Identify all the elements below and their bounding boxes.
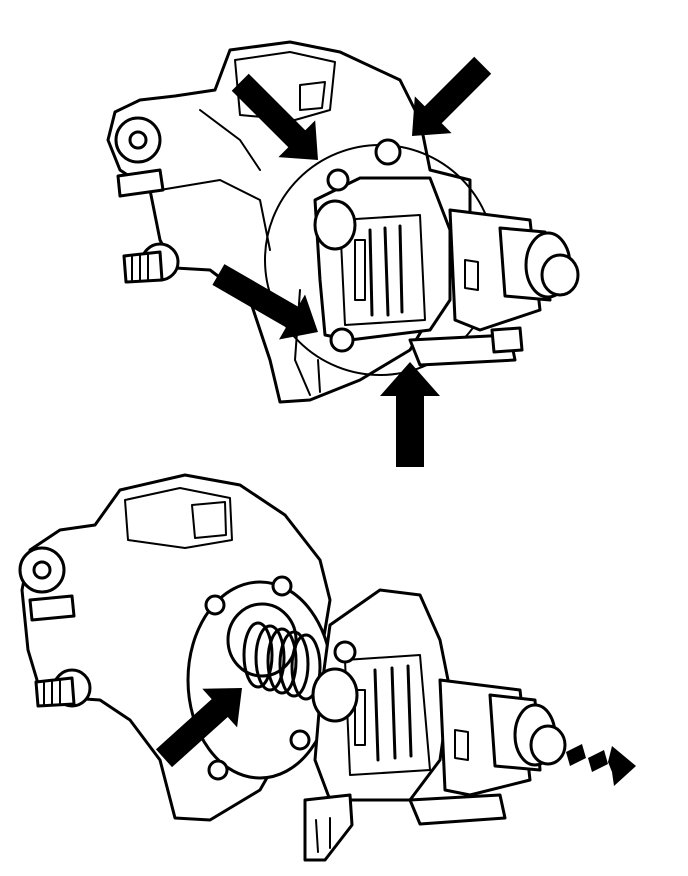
bottom-callout-arrows [155, 688, 636, 786]
top-lower-screw [329, 327, 355, 353]
top-actuator-tip [540, 253, 580, 297]
top-view-assembly [106, 40, 580, 404]
arrow-top-down-left [412, 56, 492, 136]
top-upper-screw [326, 168, 350, 192]
arrow-top-up-right [212, 264, 318, 340]
top-flange-bolt [374, 138, 402, 166]
arrow-bottom-dashed-direction [566, 744, 636, 786]
bottom-lever-knob [311, 667, 359, 723]
bottom-view-assembly [18, 473, 567, 862]
arrow-top-up [380, 362, 440, 467]
bottom-return-spring [242, 621, 322, 701]
top-lever-knob [313, 199, 357, 251]
arrow-top-down-right [231, 73, 318, 160]
arrow-bottom-up-right [155, 688, 242, 768]
top-callout-arrows [212, 56, 492, 467]
bottom-actuator-tip [529, 724, 567, 766]
